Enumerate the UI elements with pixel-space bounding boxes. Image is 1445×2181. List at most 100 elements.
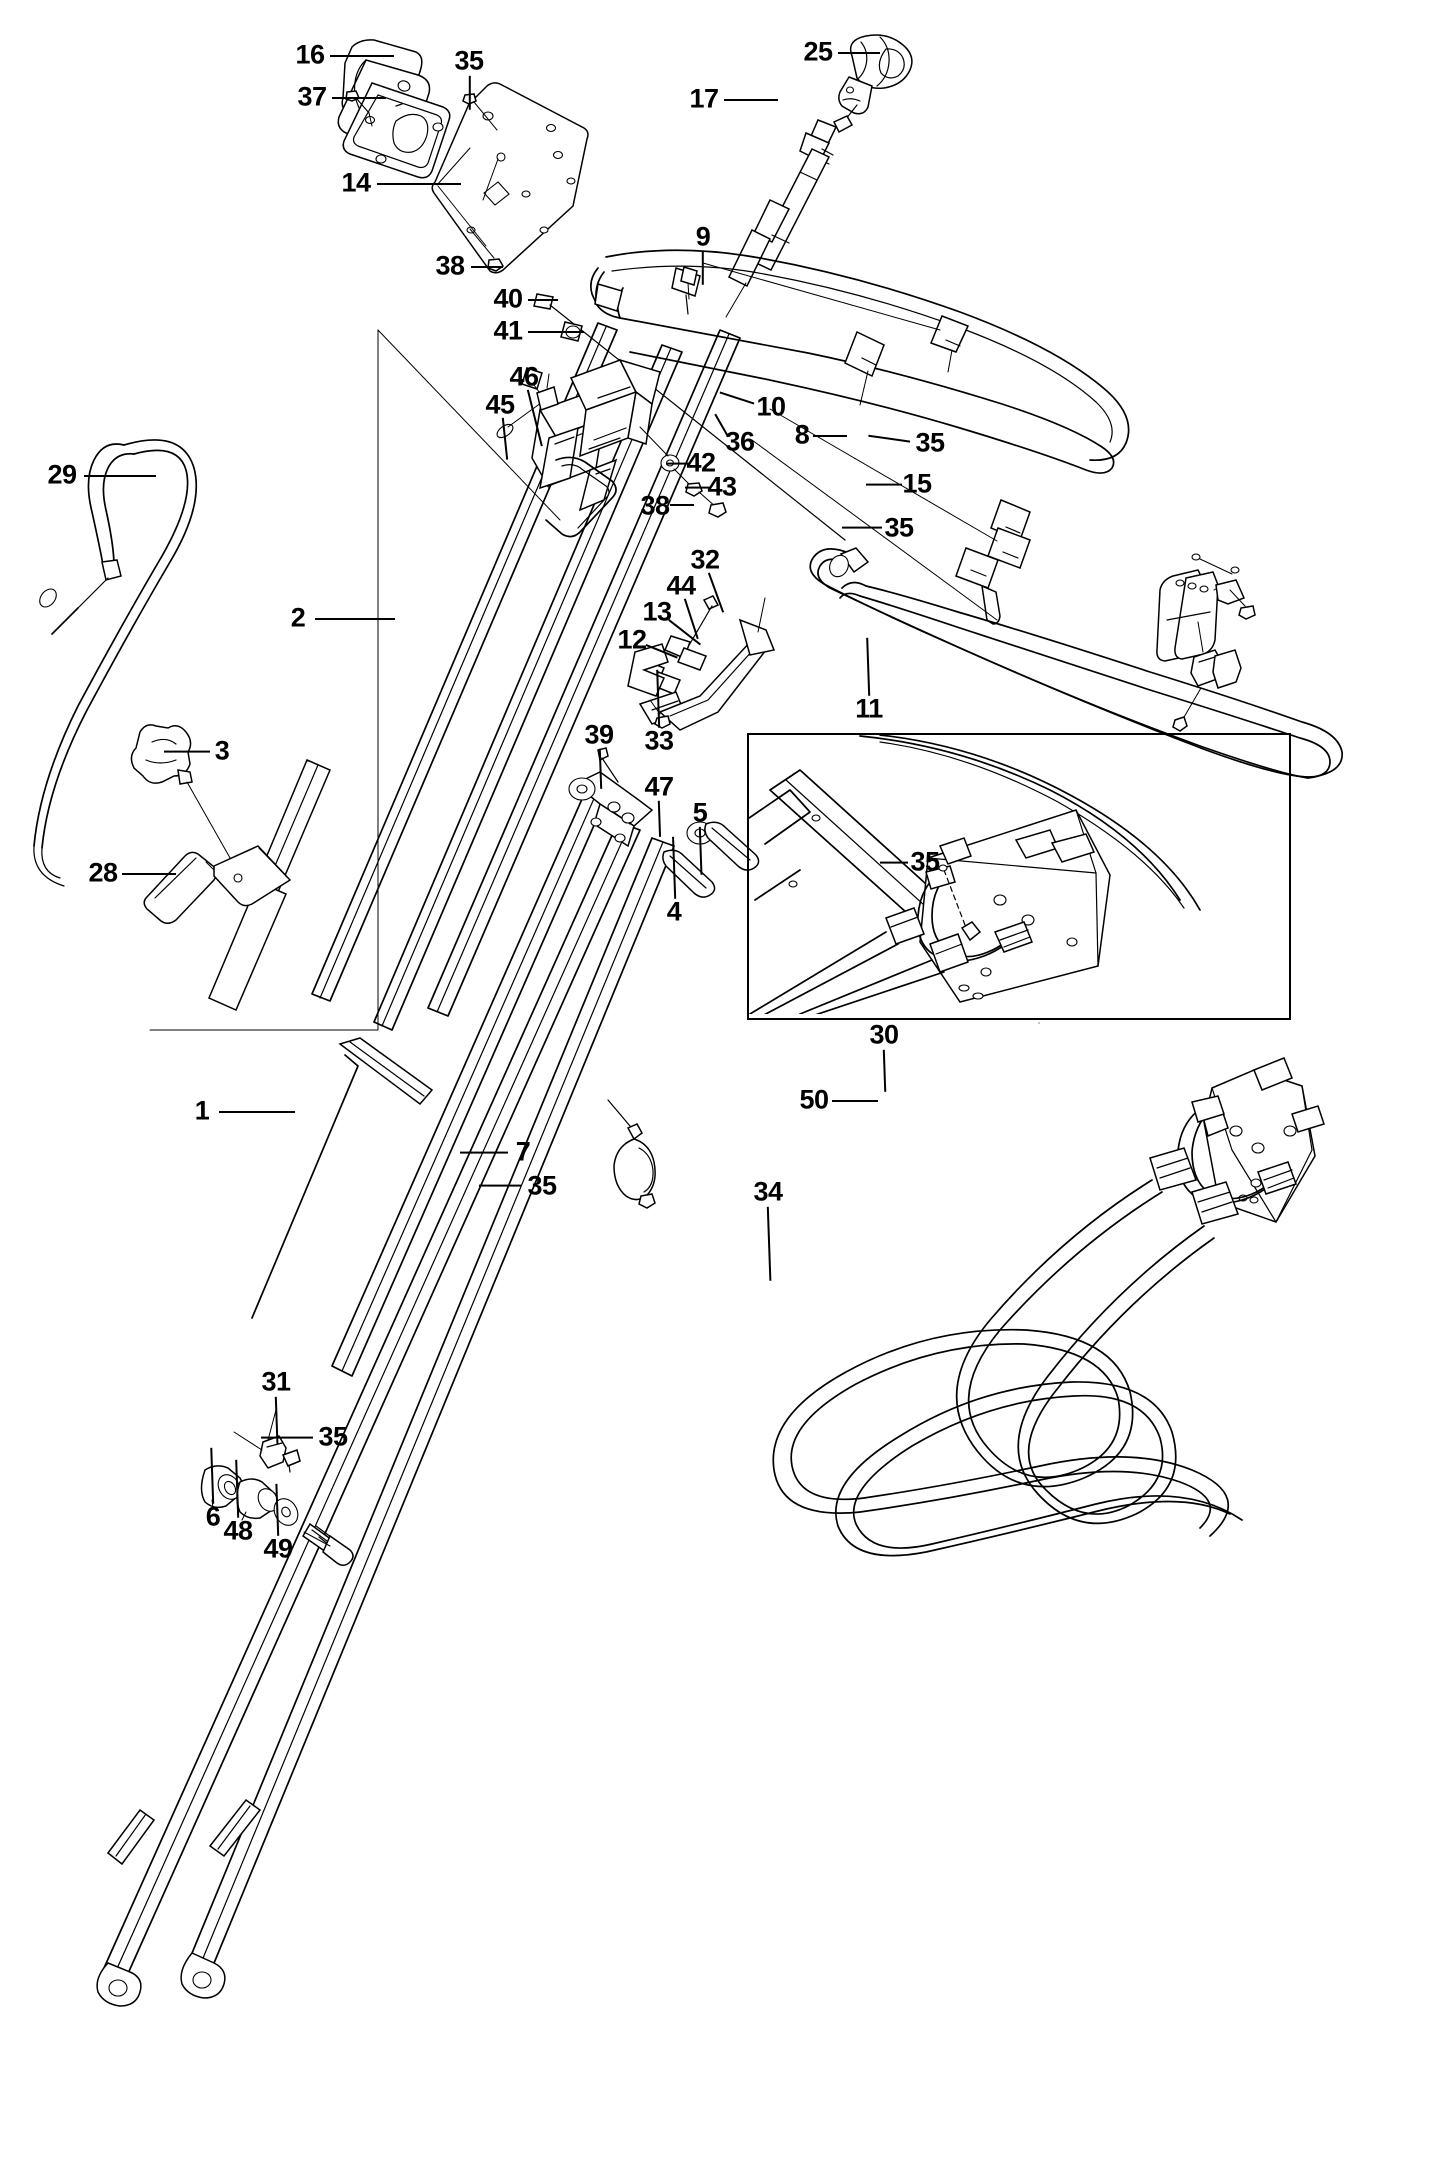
leader-line-35	[261, 1437, 313, 1439]
callout-31: 31	[261, 1366, 291, 1397]
callout-15: 15	[902, 468, 932, 499]
part-15-clamp	[1179, 621, 1242, 725]
callout-50: 50	[799, 1084, 829, 1115]
leader-line-35	[469, 75, 471, 110]
callout-25: 25	[803, 36, 833, 67]
callout-33: 33	[644, 725, 674, 756]
callout-30: 30	[869, 1019, 899, 1050]
callout-46: 46	[509, 361, 539, 392]
part-28-grip	[143, 851, 219, 924]
part-36-bolt	[751, 439, 1001, 625]
callout-16: 16	[295, 39, 325, 70]
callout-13: 13	[642, 596, 672, 627]
callout-4: 4	[666, 896, 682, 927]
part-pivot-block	[568, 771, 714, 848]
part-35-screw-e	[281, 1449, 301, 1473]
callout-17: 17	[689, 83, 719, 114]
part-mount-plate	[213, 845, 292, 907]
callout-42: 42	[686, 447, 716, 478]
part-lower-bracket-bar	[545, 456, 618, 538]
callout-35: 35	[318, 1421, 348, 1452]
part-48-bushing	[236, 1478, 279, 1521]
callout-34: 34	[753, 1176, 783, 1207]
callout-38: 38	[435, 250, 465, 281]
leader-line-25	[838, 52, 880, 54]
leader-line-41	[528, 331, 584, 333]
leader-line-15	[866, 484, 902, 486]
part-3-knob	[130, 724, 239, 873]
leader-line-35	[842, 527, 882, 529]
part-4-pin	[662, 849, 716, 898]
part-29-cable	[33, 439, 198, 887]
part-5-pin	[704, 821, 760, 871]
callout-39: 39	[584, 719, 614, 750]
part-7-clamp	[607, 1099, 656, 1201]
leader-line-7	[460, 1152, 508, 1154]
callout-1: 1	[194, 1095, 210, 1126]
callout-35: 35	[884, 512, 914, 543]
part-10-bracket	[769, 408, 1031, 589]
callout-7: 7	[515, 1136, 531, 1167]
leader-line-17	[724, 99, 778, 101]
leader-line-8	[813, 435, 847, 437]
part-35-screw-d	[638, 1193, 656, 1209]
callout-38: 38	[640, 490, 670, 521]
part-50-cable-loom	[1176, 1095, 1297, 1204]
callout-3: 3	[214, 735, 230, 766]
part-38-nut-a	[469, 228, 504, 272]
leader-line-9	[702, 250, 704, 285]
callout-49: 49	[263, 1533, 293, 1564]
part-1-end-caps	[96, 1798, 262, 2007]
callout-28: 28	[88, 857, 118, 888]
inset-detail-frame	[747, 733, 1291, 1020]
callout-2: 2	[290, 602, 306, 633]
leader-line-35	[880, 862, 908, 864]
leader-line-29	[84, 475, 156, 477]
callout-36: 36	[725, 426, 755, 457]
leader-line-35	[479, 1185, 521, 1187]
leader-line-40	[528, 299, 558, 301]
part-8-bracket	[1156, 553, 1246, 662]
callout-14: 14	[341, 167, 371, 198]
callout-45: 45	[485, 389, 515, 420]
leader-line-37	[332, 97, 386, 99]
part-14-plate	[431, 82, 589, 274]
handlebar-clamps	[594, 266, 885, 406]
callout-12: 12	[617, 624, 647, 655]
leader-line-28	[122, 873, 176, 875]
inset-detail-content	[749, 735, 1201, 1014]
part-35-screw-c	[1172, 716, 1188, 732]
leader-line-16	[330, 55, 394, 57]
callout-47: 47	[644, 771, 674, 802]
callout-29: 29	[47, 459, 77, 490]
callout-11: 11	[855, 693, 883, 724]
callout-43: 43	[707, 471, 737, 502]
leader-line-38	[471, 266, 503, 268]
callout-35: 35	[527, 1170, 557, 1201]
callout-35: 35	[454, 45, 484, 76]
part-32-screw	[687, 595, 720, 648]
leader-line-2	[315, 618, 395, 620]
part-49-bolt	[302, 1522, 354, 1566]
callout-32: 32	[690, 544, 720, 575]
callout-10: 10	[756, 391, 786, 422]
leader-line-50	[832, 1100, 878, 1102]
part-9-clamp	[702, 262, 970, 373]
part-35-screw-b	[1229, 589, 1256, 620]
part-13-pin	[664, 635, 708, 671]
callout-37: 37	[297, 81, 327, 112]
leader-line-14	[377, 183, 461, 185]
part-31-fitting	[233, 1409, 287, 1469]
callout-48: 48	[223, 1515, 253, 1546]
part-central-bracket	[531, 358, 661, 490]
callout-35: 35	[915, 427, 945, 458]
part-34-cables	[772, 1147, 1243, 1557]
part-25-handle-grip	[838, 34, 913, 115]
callout-6: 6	[205, 1501, 221, 1532]
callout-5: 5	[692, 797, 708, 828]
leader-line-38	[670, 504, 694, 506]
callout-9: 9	[695, 221, 711, 252]
part-32-hose-11-cable	[809, 547, 1343, 779]
